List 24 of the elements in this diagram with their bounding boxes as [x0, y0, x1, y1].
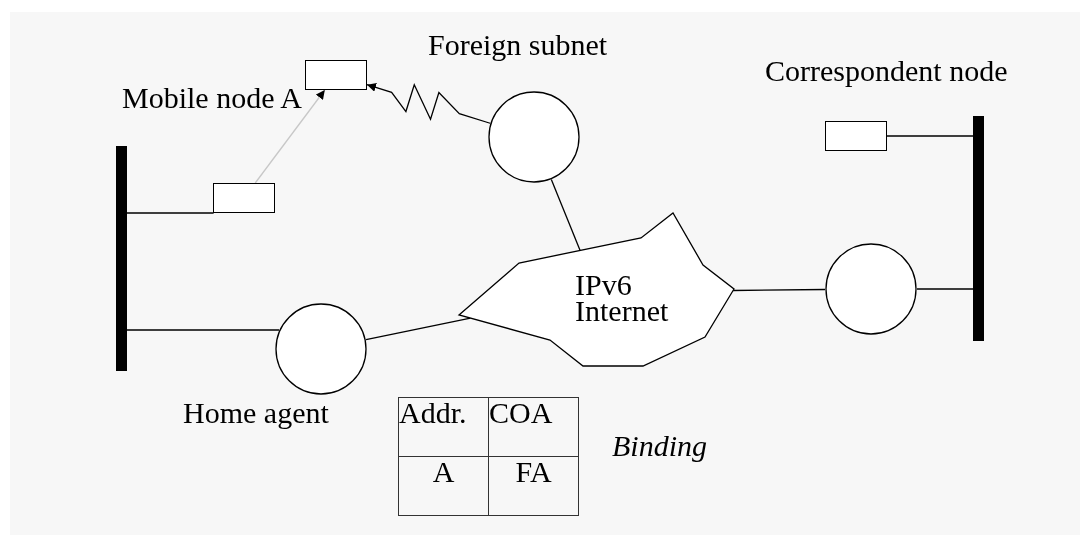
router-circle [825, 243, 917, 335]
arrow [254, 89, 326, 184]
link-line [886, 135, 974, 137]
network-segment-bar [973, 116, 984, 341]
network-segment-bar [116, 146, 127, 371]
router-circle [488, 91, 580, 183]
table-cell: A [398, 456, 489, 516]
wireless-arrow [366, 83, 491, 124]
table-cell: COA [488, 397, 579, 457]
router-circle [275, 303, 367, 395]
node-label: IPv6 Internet [575, 272, 670, 324]
link-line [732, 288, 826, 292]
link-line [550, 178, 581, 252]
table-cell: Addr. [398, 397, 489, 457]
internet-cloud [457, 212, 737, 367]
host-box [213, 183, 275, 213]
link-line [916, 288, 974, 290]
link-line [126, 212, 215, 214]
link-line [365, 317, 472, 341]
node-caption: Mobile node A [122, 85, 302, 111]
link-line [126, 329, 280, 331]
host-box [825, 121, 887, 151]
table-cell: FA [488, 456, 579, 516]
host-box [305, 60, 367, 90]
